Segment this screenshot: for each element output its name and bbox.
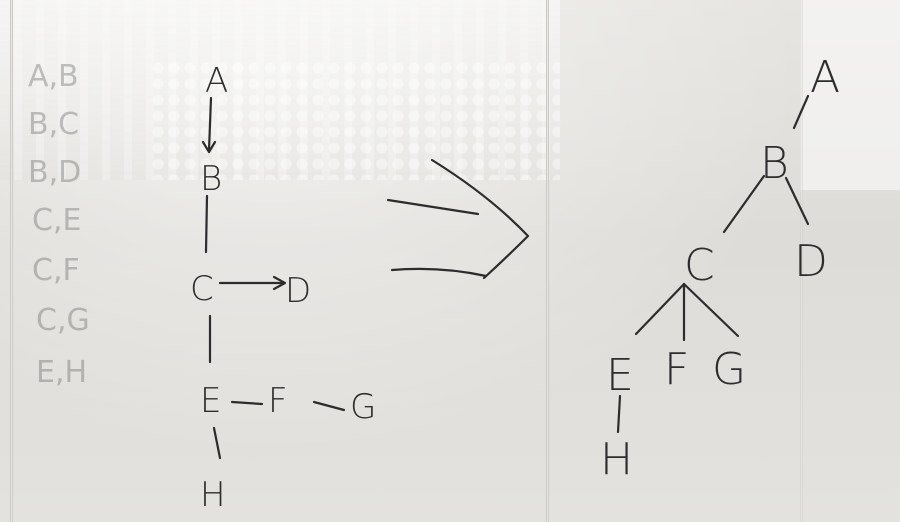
pair-item: B,C [28, 107, 79, 142]
dotted-glass-reflection [150, 60, 560, 180]
chain-node-d: D [285, 271, 311, 311]
chain-node-b: B [200, 159, 222, 199]
tree-diagram: A B C D E F G H [600, 52, 840, 485]
chain-node-f: F [268, 381, 288, 421]
tree-node-f: F [664, 344, 689, 395]
arrowhead-c-d [272, 275, 287, 291]
chain-node-a: A [205, 61, 228, 101]
pair-item: C,E [32, 203, 81, 238]
tree-node-b: B [760, 138, 789, 189]
arrowhead-a-b [201, 140, 217, 154]
window-reflection [0, 0, 560, 180]
pair-item: C,F [32, 253, 80, 288]
pair-item: C,G [36, 303, 90, 338]
edge-b-c [722, 174, 766, 234]
board-seam-left [10, 0, 13, 522]
board-seam-middle [546, 0, 549, 522]
edge-e-f [230, 400, 264, 406]
window-glare [800, 0, 900, 190]
edge-f-g [312, 400, 346, 412]
chain-node-c: C [190, 269, 214, 309]
pair-item: A,B [28, 59, 79, 94]
tree-edges [616, 94, 810, 434]
edge-b-d [784, 176, 810, 226]
edge-e-h [616, 394, 622, 434]
edge-a-b [792, 94, 810, 130]
tree-node-d: D [794, 236, 828, 287]
arrow-upper-stroke [386, 198, 480, 216]
tree-node-a: A [810, 52, 840, 103]
tree-node-c: C [684, 240, 715, 291]
board-seam-right [800, 0, 803, 522]
pair-item: B,D [28, 155, 81, 190]
chain-node-h: H [200, 475, 226, 515]
transform-arrow [386, 158, 530, 280]
arrow-lower-stroke [390, 267, 488, 278]
pair-item: E,H [36, 355, 87, 390]
edge-e-h [212, 426, 222, 460]
arrow-head [430, 158, 530, 280]
edge-c-e [634, 282, 686, 336]
edge-a-b [207, 96, 213, 152]
edge-c-g [682, 282, 740, 338]
chain-node-e: E [200, 381, 221, 421]
edge-b-c [204, 194, 209, 254]
tree-node-h: H [600, 434, 633, 485]
tree-node-e: E [606, 350, 634, 401]
chain-edges [201, 96, 346, 460]
pairs-list: A,B B,C B,D C,E C,F C,G E,H [28, 59, 90, 390]
tree-node-g: G [712, 344, 746, 395]
chain-node-g: G [350, 387, 376, 427]
chain-diagram: A B C D E F G H [190, 61, 376, 515]
